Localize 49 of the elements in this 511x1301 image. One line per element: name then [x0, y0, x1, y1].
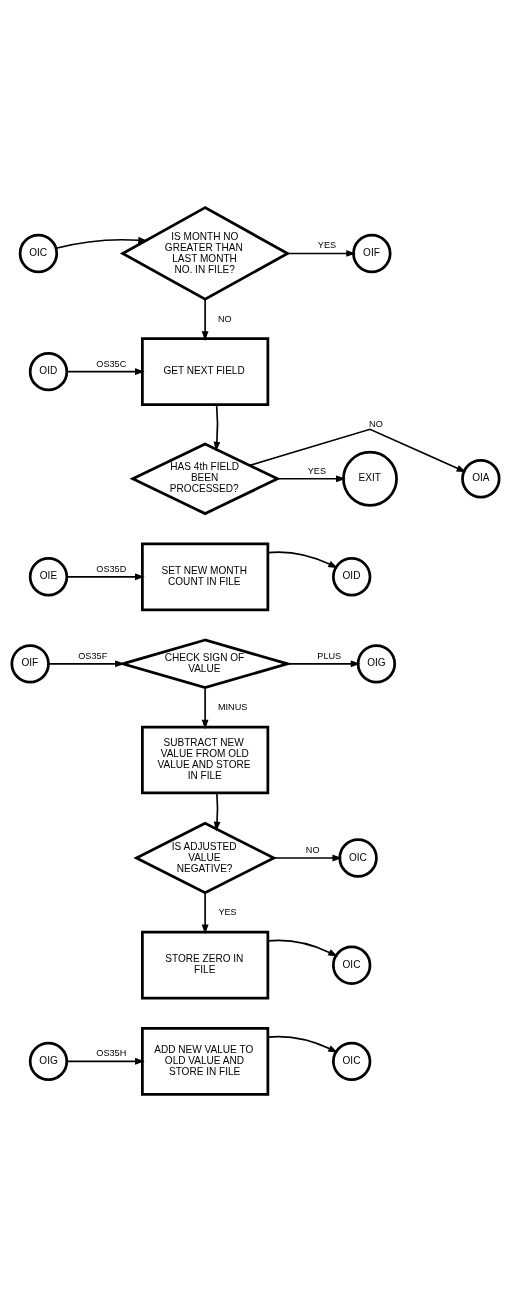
arrow — [213, 791, 221, 831]
node-circle: OIE — [28, 556, 69, 596]
arrow — [286, 659, 361, 667]
node-circle: OIG — [356, 643, 397, 683]
edge-label: NO — [305, 844, 320, 855]
edge-label: YES — [317, 239, 337, 250]
node-box: ADD NEW VALUE TO OLD VALUE AND STORE IN FILE — [141, 1026, 270, 1096]
arrow — [201, 686, 209, 729]
node-box: SUBTRACT NEW VALUE FROM OLD VALUE AND STORE IN FILE — [141, 725, 270, 794]
node-circle: OID — [28, 351, 69, 391]
edge-label: NO — [369, 418, 383, 429]
node-diamond: IS MONTH NO GREATER THAN LAST MONTH NO. IN FILE? — [119, 205, 291, 301]
node-circle: OIC — [332, 1041, 372, 1081]
arrow — [248, 428, 467, 472]
node-box: SET NEW MONTH COUNT IN FILE — [141, 541, 270, 611]
arrow — [276, 474, 346, 482]
node-circle: EXIT — [342, 450, 398, 507]
edge-label: PLUS — [317, 650, 342, 661]
arrow — [267, 1035, 338, 1053]
node-circle: OIF — [352, 233, 392, 273]
node-circle: OIF — [10, 643, 50, 683]
edge-label: OS35F — [78, 650, 108, 661]
node-circle: OIA — [461, 458, 501, 498]
arrow — [286, 249, 356, 257]
edge-label: OS35C — [96, 358, 127, 369]
edge-label: YES — [218, 906, 237, 917]
arrow — [213, 403, 221, 452]
arrow — [66, 572, 145, 580]
arrow — [201, 891, 209, 934]
node-circle: OIG — [28, 1041, 69, 1081]
edge-label: OS35H — [96, 1047, 127, 1058]
node-circle: OIC — [338, 837, 378, 878]
node-circle: OIC — [18, 233, 59, 273]
node-circle: OID — [332, 556, 372, 596]
arrow — [47, 659, 125, 667]
edge-label: NO — [217, 313, 232, 324]
node-circle: OIC — [332, 945, 372, 985]
arrow — [273, 854, 343, 861]
arrow — [267, 550, 338, 568]
arrow — [55, 236, 148, 249]
node-box: STORE ZERO IN FILE — [141, 930, 270, 1000]
arrow — [267, 939, 338, 957]
node-box: GET NEXT FIELD — [141, 336, 270, 406]
arrow — [66, 367, 145, 375]
arrow — [66, 1057, 145, 1065]
edge-label: YES — [307, 465, 327, 476]
arrow — [201, 298, 209, 341]
edge-label: OS35D — [96, 563, 127, 574]
edge-label: MINUS — [217, 701, 248, 712]
